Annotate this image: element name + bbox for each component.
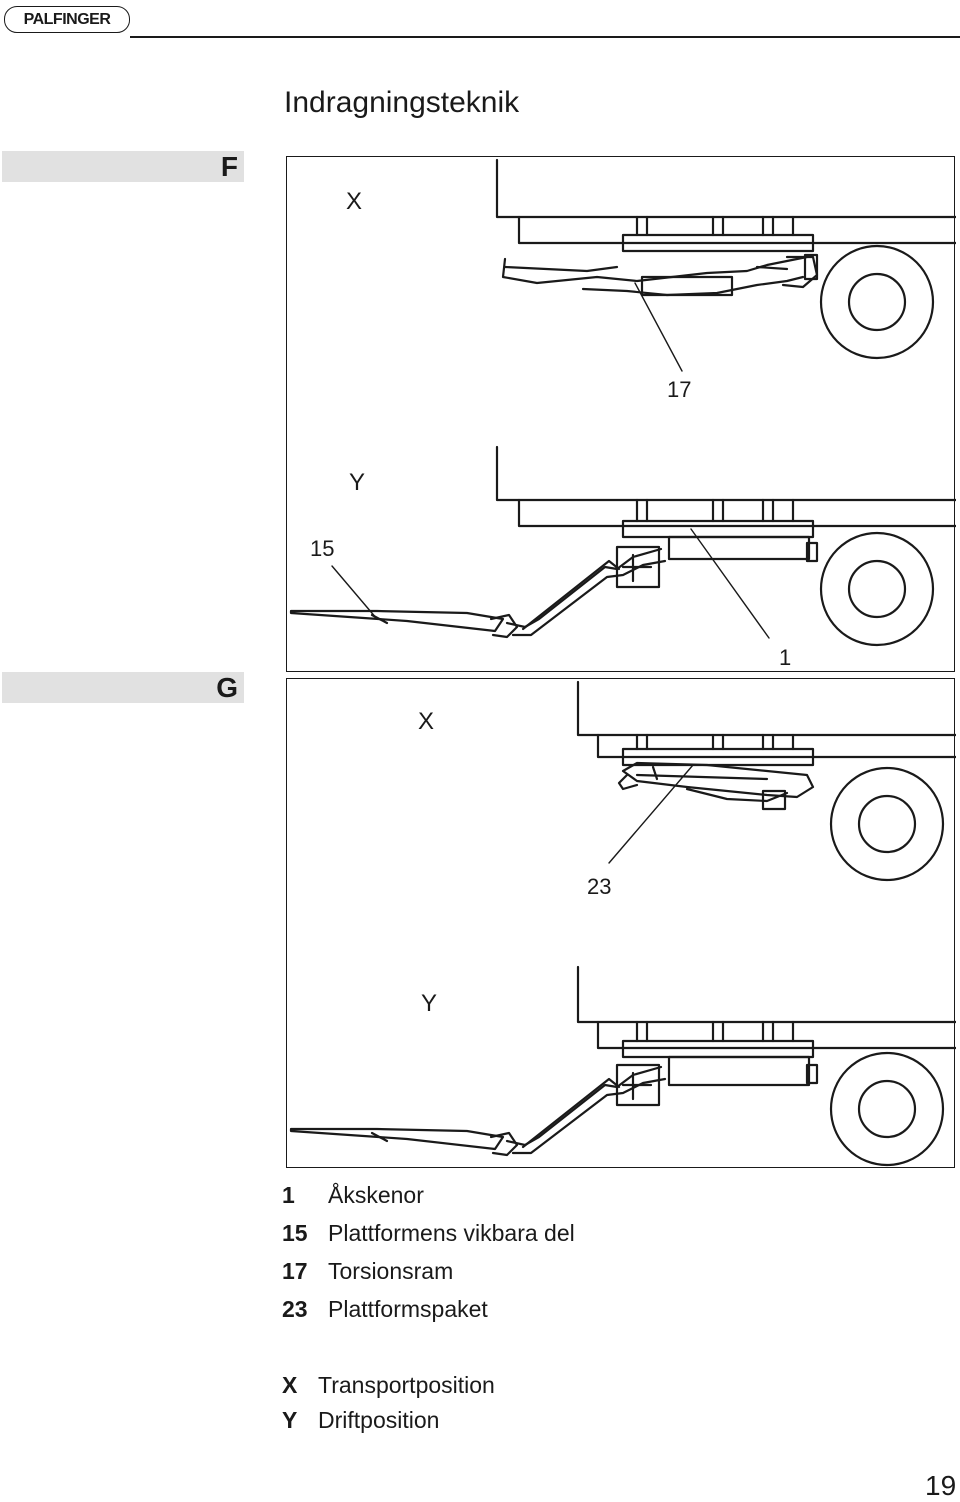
truck-f-y [289,445,956,647]
position-item: Y Driftposition [282,1405,495,1440]
legend-num: 1 [282,1182,295,1208]
figure-f-drawing: X 17 Y [289,158,956,670]
callout-23: 23 [587,874,611,899]
callout-line-17 [634,282,683,372]
wheel-f-y [819,531,935,647]
callout-17: 17 [667,377,691,402]
wheel-g-y [829,1051,945,1167]
section-letter-g: G [216,672,238,703]
position-item: X Transportposition [282,1370,495,1405]
callout-15: 15 [310,536,334,561]
legend-text: Torsionsram [328,1258,454,1284]
page-title: Indragningsteknik [284,86,520,119]
label-x-g: X [418,708,434,735]
legend-num: 17 [282,1258,308,1284]
legend-item: 1 Åkskenor [282,1180,575,1218]
figure-f: X 17 Y [286,156,956,672]
callout-line-1 [690,528,770,639]
position-text: Driftposition [318,1407,440,1433]
legend-text: Plattformspaket [328,1296,488,1322]
legend-text: Plattformens vikbara del [328,1220,575,1246]
wheel-g-x [829,766,945,882]
header-rule [130,36,960,38]
truck-g-x [576,680,956,882]
section-letter-f: F [220,151,238,182]
logo-text: PALFINGER [23,10,111,28]
position-key: X [282,1372,298,1398]
section-bar-f: F [2,151,244,182]
wheel-f-x [819,244,935,360]
position-key: Y [282,1407,298,1433]
legend-item: 23 Plattformspaket [282,1294,575,1332]
label-y-f: Y [349,469,365,496]
palfinger-logo: PALFINGER [4,6,130,33]
legend-item: 15 Plattformens vikbara del [282,1218,575,1256]
truck-g-y [289,965,956,1167]
figure-g-drawing: X 23 Y [289,680,956,1167]
legend: 1 Åkskenor 15 Plattformens vikbara del 1… [282,1180,575,1332]
position-legend: X Transportposition Y Driftposition [282,1370,495,1440]
legend-item: 17 Torsionsram [282,1256,575,1294]
legend-num: 23 [282,1296,308,1322]
callout-line-23 [608,764,694,864]
section-bar-g: G [2,672,244,703]
truck-f-x [495,158,956,372]
figure-g: X 23 Y [286,678,956,1168]
legend-num: 15 [282,1220,308,1246]
position-text: Transportposition [318,1372,495,1398]
legend-text: Åkskenor [328,1182,424,1208]
page-number: 19 [925,1470,957,1501]
label-y-g: Y [421,990,437,1017]
callout-line-15 [331,565,378,620]
callout-1: 1 [779,645,791,670]
label-x-f: X [346,188,362,215]
